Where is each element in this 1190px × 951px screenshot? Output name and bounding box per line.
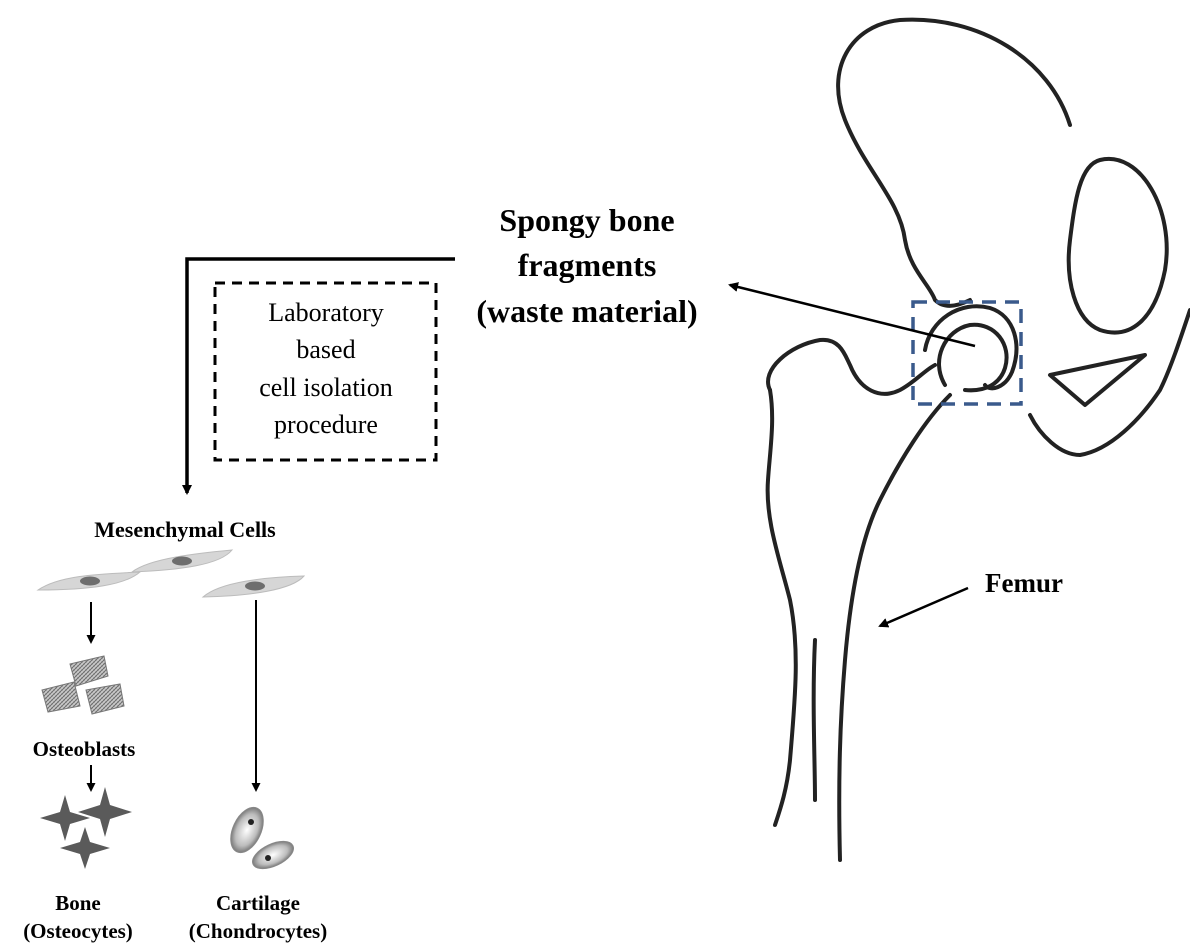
osteocyte-cells (40, 787, 132, 869)
mesenchymal-label: Mesenchymal Cells (94, 517, 276, 542)
osteoblast-cell (86, 684, 124, 714)
cell-nucleus (248, 819, 254, 825)
osteocyte-cell (40, 795, 90, 841)
osteocyte-cell (60, 827, 110, 869)
femur-arrow (880, 588, 968, 626)
mesenchymal-cells (38, 550, 304, 597)
pelvis-outline (768, 20, 1190, 860)
cell-nucleus (172, 557, 192, 566)
osteoblast-cell (42, 682, 80, 712)
osteoblast-cells (42, 656, 124, 714)
chondrocyte-cells (224, 802, 297, 874)
femur-label: Femur (985, 568, 1063, 598)
cell-nucleus (265, 855, 271, 861)
harvest-label-line3: (waste material) (476, 293, 697, 329)
harvest-arrow (730, 285, 975, 346)
procedure-line3: cell isolation (259, 373, 393, 402)
cartilage-label-line1: Cartilage (216, 891, 300, 915)
procedure-line4: procedure (274, 410, 378, 439)
cell-nucleus (80, 577, 100, 586)
bone-label-line1: Bone (55, 891, 101, 915)
harvest-label-line1: Spongy bone (499, 202, 674, 238)
cell-nucleus (245, 582, 265, 591)
cartilage-label-line2: (Chondrocytes) (189, 919, 327, 943)
osteoblast-cell (70, 656, 108, 686)
osteocyte-cell (78, 787, 132, 837)
procedure-line1: Laboratory (268, 298, 384, 327)
osteoblasts-label: Osteoblasts (33, 737, 136, 761)
bone-label-line2: (Osteocytes) (23, 919, 133, 943)
procedure-line2: based (296, 335, 355, 364)
harvest-label-line2: fragments (518, 247, 657, 283)
